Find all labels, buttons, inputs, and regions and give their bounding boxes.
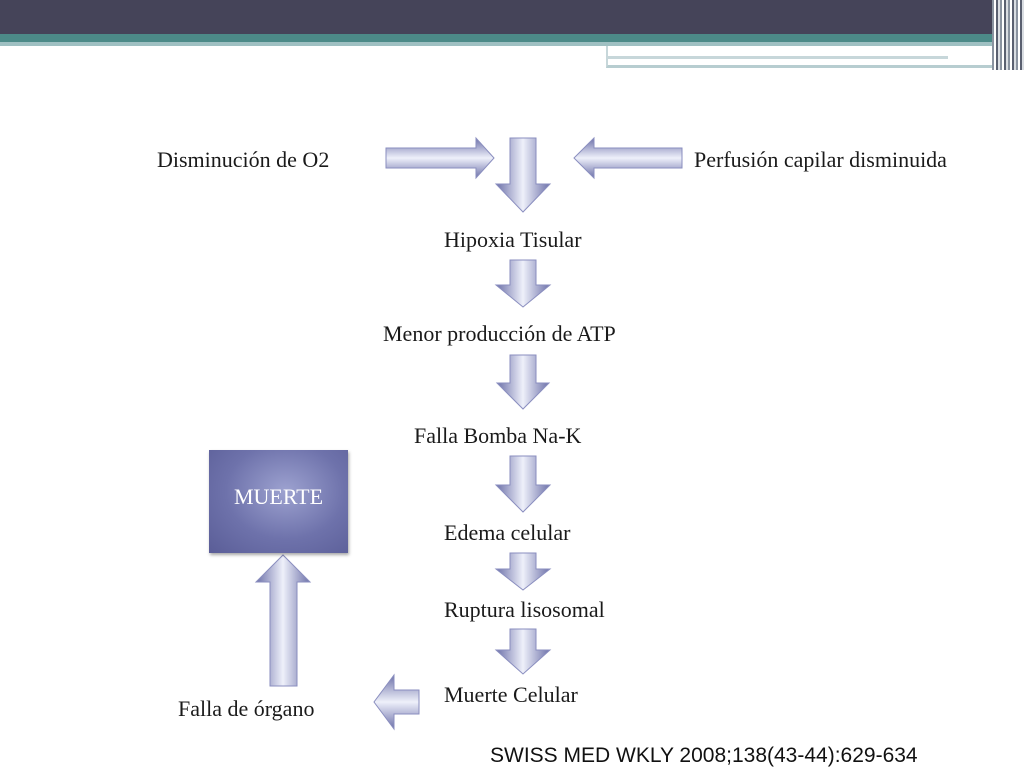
header-decoration-line	[606, 56, 948, 59]
node-disminucion-o2: Disminución de O2	[157, 147, 330, 172]
citation: SWISS MED WKLY 2008;138(43-44):629-634	[490, 744, 918, 767]
node-muerte-celular: Muerte Celular	[444, 682, 578, 707]
header-line	[0, 42, 1000, 46]
header-stripes	[992, 0, 1024, 70]
arrow-down-bomba	[495, 354, 551, 410]
node-ruptura-lisosomal: Ruptura lisosomal	[444, 597, 605, 622]
node-menor-atp: Menor producción de ATP	[383, 321, 616, 346]
node-perfusion-capilar: Perfusión capilar disminuida	[694, 147, 947, 172]
arrow-down-edema	[494, 455, 552, 513]
arrow-down-muerte-celular	[494, 628, 552, 675]
node-falla-bomba: Falla Bomba Na-K	[414, 423, 582, 448]
arrow-up-muerte	[254, 554, 312, 687]
arrow-left-perfusion	[573, 136, 683, 180]
node-hipoxia-tisular: Hipoxia Tisular	[444, 227, 582, 252]
node-muerte-label: MUERTE	[233, 483, 324, 509]
arrow-down-ruptura	[494, 552, 552, 591]
node-muerte-box: MUERTE	[209, 450, 348, 553]
arrow-left-organo	[373, 673, 420, 731]
arrow-down-atp	[494, 259, 552, 308]
node-edema-celular: Edema celular	[444, 520, 571, 545]
header-bar	[0, 0, 1024, 34]
node-falla-organo: Falla de órgano	[178, 696, 315, 721]
arrow-down-hipoxia	[494, 137, 552, 213]
header-accent-bar	[0, 34, 1000, 42]
arrow-right-o2	[385, 136, 495, 180]
